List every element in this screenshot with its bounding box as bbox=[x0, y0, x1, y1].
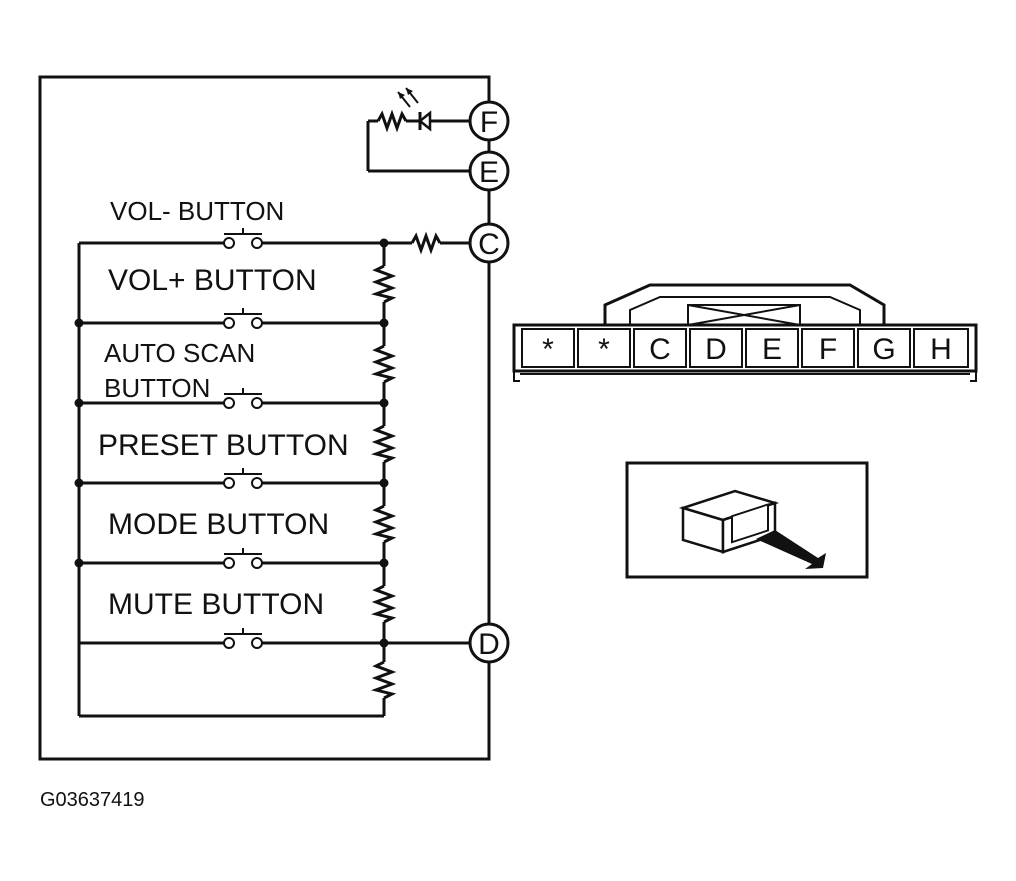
connector-pin-f: F bbox=[819, 333, 837, 366]
terminal-e-label: E bbox=[479, 156, 499, 189]
connector-pin-g: G bbox=[872, 333, 895, 366]
vol-plus-switch bbox=[223, 308, 263, 329]
mode-switch bbox=[223, 548, 263, 569]
vol-minus-label: VOL- BUTTON bbox=[110, 196, 284, 226]
preset-label: PRESET BUTTON bbox=[98, 429, 349, 462]
location-arrow-icon bbox=[756, 530, 826, 569]
terminal-d-label: D bbox=[478, 628, 500, 661]
terminal-d: D bbox=[468, 622, 510, 664]
terminal-f-label: F bbox=[480, 106, 498, 139]
terminal-f: F bbox=[468, 100, 510, 142]
illumination-circuit bbox=[366, 87, 470, 173]
mode-label: MODE BUTTON bbox=[108, 508, 329, 541]
mute-label: MUTE BUTTON bbox=[108, 588, 324, 621]
vol-minus-switch bbox=[223, 228, 263, 249]
terminal-c: C bbox=[468, 222, 510, 264]
auto-scan-label-1: AUTO SCAN bbox=[104, 338, 255, 368]
connector-pin-c: C bbox=[649, 333, 671, 366]
connector-pin-h: H bbox=[930, 333, 952, 366]
preset-switch bbox=[223, 468, 263, 489]
connector-face: * * C D E F G H bbox=[512, 283, 978, 382]
connector-pin-d: D bbox=[705, 333, 727, 366]
junction-dots bbox=[74, 238, 389, 648]
connector-pin-1: * bbox=[542, 333, 554, 366]
figure-code: G03637419 bbox=[40, 789, 145, 811]
terminal-c-feed bbox=[384, 231, 470, 255]
connector-pin-e: E bbox=[762, 333, 782, 366]
switch-rungs bbox=[79, 241, 470, 645]
ladder-resistors bbox=[370, 264, 397, 700]
vol-plus-label: VOL+ BUTTON bbox=[108, 264, 317, 297]
auto-scan-switch bbox=[223, 388, 263, 409]
mute-switch bbox=[223, 628, 263, 649]
terminal-c-label: C bbox=[478, 228, 500, 261]
auto-scan-label-2: BUTTON bbox=[104, 373, 210, 403]
connector-location-view bbox=[625, 461, 869, 579]
connector-pin-2: * bbox=[598, 333, 610, 366]
terminal-e: E bbox=[468, 150, 510, 192]
module-outline bbox=[38, 75, 491, 761]
